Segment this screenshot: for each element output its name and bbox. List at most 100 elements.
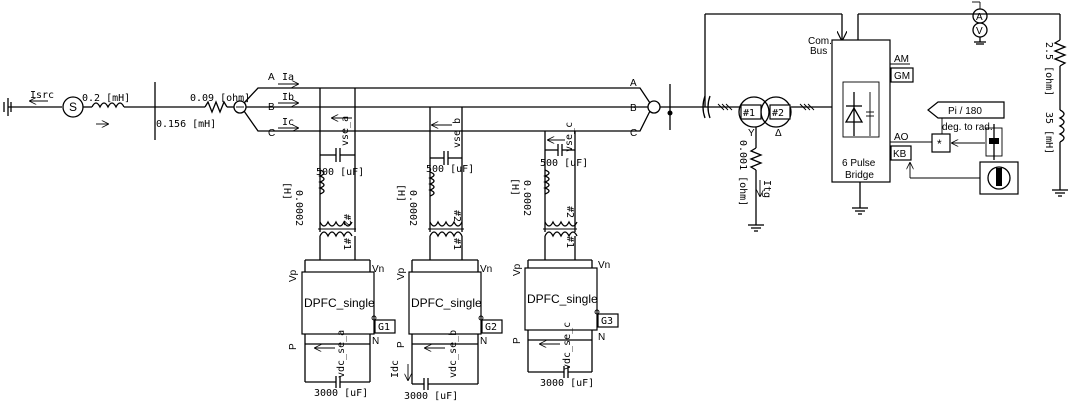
module-a-w2-label: #2 <box>341 214 352 226</box>
module-b-gate-label: G2 <box>485 322 497 333</box>
module-b-name: DPFC_single <box>411 296 482 310</box>
kb-box[interactable] <box>890 145 912 161</box>
gain-sublabel: deg. to rad. <box>942 122 993 133</box>
module-c-cap-label: 500 [uF] <box>540 158 588 169</box>
module-a-cap-label: 500 [uF] <box>316 167 364 178</box>
module-c-vse-label: vse_c <box>564 122 575 152</box>
module-c-w1-label: #1 <box>564 236 575 248</box>
gm-box[interactable] <box>890 67 914 83</box>
module-b-dccap-label: 3000 [uF] <box>404 391 458 402</box>
itg-label: Itg <box>761 180 772 198</box>
ground-resistance-label: 0.001 [ohm] <box>737 140 748 206</box>
gain-label: Pi / 180 <box>948 106 982 117</box>
module-c-vdc-label: vdc_se_c <box>562 322 573 370</box>
module-c-inductor-icon <box>543 169 550 195</box>
module-c-block[interactable] <box>524 267 598 331</box>
am-label: AM <box>894 54 909 65</box>
module-a-dccap-label: 3000 [uF] <box>314 388 368 399</box>
ac-source-icon[interactable]: S <box>62 96 84 118</box>
module-c-inductance-label: 0.0002 <box>521 180 532 216</box>
svg-text:Y: Y <box>748 128 755 139</box>
module-b-vn: Vn <box>480 264 492 275</box>
gm-label: GM <box>894 71 910 82</box>
module-b-block[interactable] <box>408 271 482 335</box>
module-c-gate-box[interactable] <box>597 313 619 328</box>
module-c-gate-label: G3 <box>601 316 613 327</box>
module-c-dccap-label: 3000 [uF] <box>540 378 594 389</box>
module-b-vdc-label: vdc_se_b <box>448 330 459 378</box>
module-c-vn: Vn <box>598 260 610 271</box>
module-c-n: N <box>598 332 605 343</box>
transformer-w1-label: #1 <box>743 108 755 119</box>
six-pulse-bridge[interactable]: Com. Bus 6 Pulse Bridge AM GM AO KB <box>808 36 914 215</box>
module-b-w2-label: #2 <box>451 210 462 222</box>
load-inductance-label: 35 [mH] <box>1043 112 1054 154</box>
module-a-gate-box[interactable] <box>374 319 396 334</box>
module-a-vn: Vn <box>372 264 384 275</box>
line-resistance-label: 0.09 [ohm] <box>190 93 250 104</box>
voltmeter-label: V <box>976 26 983 37</box>
module-b-inductance-unit: [H] <box>395 184 406 202</box>
load-resistance-label: 2.5 [ohm] <box>1043 42 1054 96</box>
module-a-inductance-label: 0.0002 <box>293 190 304 226</box>
phase-a-label: A <box>268 72 275 83</box>
module-a-inductor-icon <box>318 169 325 195</box>
module-c-w2-label: #2 <box>564 206 575 218</box>
module-a-p: P <box>288 343 299 350</box>
kb-label: KB <box>893 149 907 160</box>
ao-label: AO <box>894 132 909 143</box>
module-a-n: N <box>372 336 379 347</box>
source-section: Isrc S 0.2 [mH] 0.09 [ohm] 0.156 [mH] <box>3 82 250 140</box>
multiplier-block[interactable] <box>931 133 951 153</box>
line-inductance-label: 0.156 [mH] <box>156 119 216 130</box>
ammeter-label: A <box>976 12 983 23</box>
module-a-vp: Vp <box>288 269 299 282</box>
module-c-vp: Vp <box>512 263 523 276</box>
three-phase-lines: A B C A B C Ia Ib Ic <box>243 72 705 139</box>
source-inductor-icon <box>91 102 125 109</box>
bus-label: Bus <box>810 46 827 57</box>
bridge-title-1: 6 Pulse <box>842 158 876 169</box>
load-section: A V 2.5 [ohm] 35 [mH] <box>857 1 1068 197</box>
phase-a-label-right: A <box>630 78 637 89</box>
module-b-vse-label: vse_b <box>452 118 463 148</box>
module-b-n: N <box>480 336 487 347</box>
module-b-cap-label: 500 [uF] <box>426 164 474 175</box>
ib-label: Ib <box>282 92 294 103</box>
phase-joiner-icon <box>647 100 661 114</box>
phase-b-label-right: B <box>630 103 637 114</box>
phase-b-label: B <box>268 102 275 113</box>
module-a-gate-label: G1 <box>378 322 390 333</box>
module-a-vdc-label: vdc_se_a <box>336 330 347 378</box>
gain-block[interactable] <box>927 101 1005 119</box>
module-b-inductance-label: 0.0002 <box>407 190 418 226</box>
ic-label: Ic <box>282 117 294 128</box>
isrc-label: Isrc <box>30 90 54 101</box>
svg-text:Δ: Δ <box>775 128 782 139</box>
svg-text:S: S <box>69 100 77 114</box>
module-b-idc-label: Idc <box>390 360 401 378</box>
module-b-inductor-icon <box>428 171 435 197</box>
module-a[interactable]: vse_a 500 [uF] 0.0002 [H] #2 #1 DPFC_sin… <box>281 88 396 399</box>
module-b-w1-label: #1 <box>451 238 462 250</box>
module-b-gate-box[interactable] <box>481 319 503 334</box>
module-b[interactable]: vse_b 500 [uF] 0.0002 [H] #2 #1 DPFC_sin… <box>320 107 503 402</box>
load-inductor-icon <box>1058 109 1065 143</box>
transformer-primary-icon <box>738 96 770 128</box>
phase-c-label-right: C <box>630 128 637 139</box>
module-b-p: P <box>396 341 407 348</box>
load-resistor-icon <box>1053 39 1067 67</box>
bridge-title-2: Bridge <box>845 170 874 181</box>
ia-label: Ia <box>282 72 294 83</box>
control-section[interactable]: Pi / 180 deg. to rad. * <box>890 101 1019 195</box>
module-a-block[interactable] <box>301 271 375 335</box>
module-a-inductance-unit: [H] <box>281 182 292 200</box>
bridge-block[interactable] <box>831 39 891 183</box>
phase-c-label: C <box>268 128 275 139</box>
module-a-w1-label: #1 <box>341 238 352 250</box>
shunt-transformer[interactable]: #1 #2 Y Δ 0.001 [ohm] Itg <box>702 95 832 232</box>
module-c-p: P <box>512 337 523 344</box>
module-c[interactable]: vse_c 500 [uF] 0.0002 [H] #2 #1 DPFC_sin… <box>509 122 619 389</box>
module-a-name: DPFC_single <box>304 296 375 310</box>
